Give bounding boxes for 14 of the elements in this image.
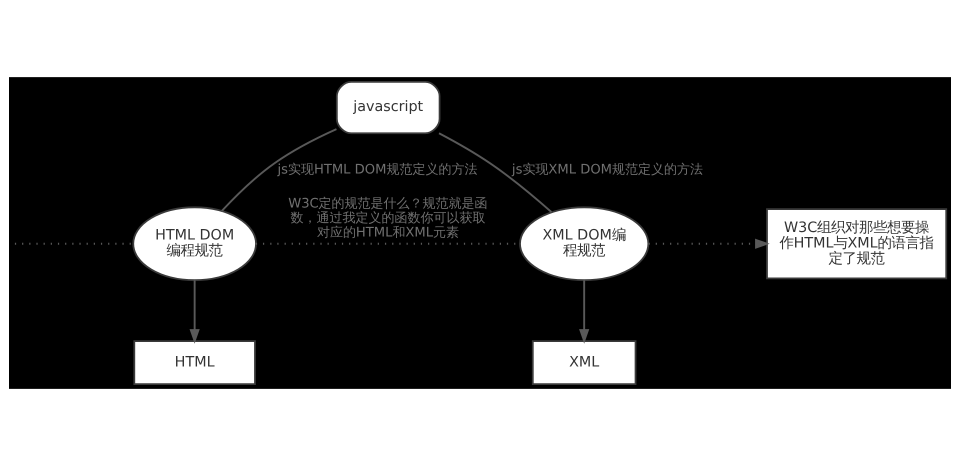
arrow [578, 280, 589, 344]
connector [220, 128, 336, 212]
edge-label: js实现HTML DOM规范定义的方法 [276, 162, 477, 178]
node-box: javascript [335, 80, 440, 134]
node-box: HTML [132, 340, 256, 386]
arrow [648, 238, 770, 249]
node-box: XML [531, 340, 636, 386]
edge-label: js实现XML DOM规范定义的方法 [511, 162, 702, 178]
node-box: W3C组织对那些想要操作HTML与XML的语言指定了规范 [766, 208, 947, 280]
connector [438, 132, 552, 213]
node-ellipse: XML DOM编程规范 [518, 206, 649, 282]
arrow [189, 280, 200, 344]
node-ellipse: HTML DOM编程规范 [132, 206, 256, 282]
edge-label: W3C定的规范是什么？规范就是函数，通过我定义的函数你可以获取对应的HTML和XML元素 [288, 196, 488, 240]
